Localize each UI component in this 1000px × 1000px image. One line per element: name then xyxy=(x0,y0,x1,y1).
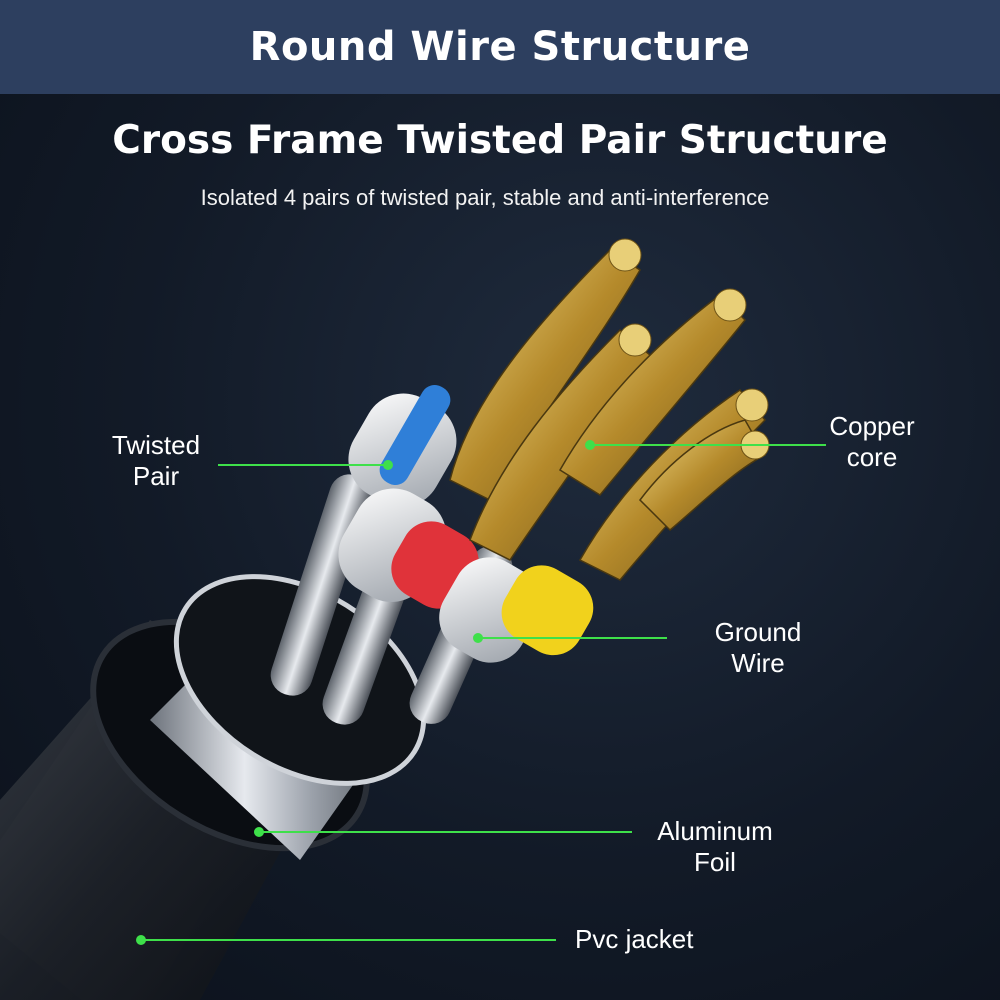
wire-insulations xyxy=(338,384,594,663)
callout-lines xyxy=(136,440,826,945)
callout-dot-pvc-jacket xyxy=(136,935,146,945)
callout-label-line: Twisted xyxy=(111,430,201,460)
diagram-description: Isolated 4 pairs of twisted pair, stable… xyxy=(200,185,770,210)
callout-label-ground-wire: Ground Wire xyxy=(690,617,826,679)
callout-label-line: Wire xyxy=(731,648,785,678)
callout-label-aluminum-foil: Aluminum Foil xyxy=(635,816,795,878)
callout-label-line: core xyxy=(846,442,898,472)
diagram-subtitle: Cross Frame Twisted Pair Structure xyxy=(112,118,888,163)
header-bar: Round Wire Structure xyxy=(0,0,1000,94)
callout-dot-copper-core xyxy=(585,440,595,450)
callout-label-line: Pvc jacket xyxy=(575,924,694,954)
page-title: Round Wire Structure xyxy=(249,24,751,70)
callout-label-line: Foil xyxy=(694,847,736,877)
callout-dot-twisted-pair xyxy=(383,460,393,470)
callout-dot-aluminum-foil xyxy=(254,827,264,837)
callout-label-twisted-pair: Twisted Pair xyxy=(92,430,220,492)
callout-label-line: Aluminum xyxy=(657,816,773,846)
callout-label-line: Ground xyxy=(714,617,802,647)
callout-label-copper-core: Copper core xyxy=(808,411,936,473)
callout-label-line: Pair xyxy=(132,461,180,491)
callout-label-line: Copper xyxy=(829,411,915,441)
callout-label-pvc-jacket: Pvc jacket xyxy=(575,924,735,955)
callout-dot-ground-wire xyxy=(473,633,483,643)
